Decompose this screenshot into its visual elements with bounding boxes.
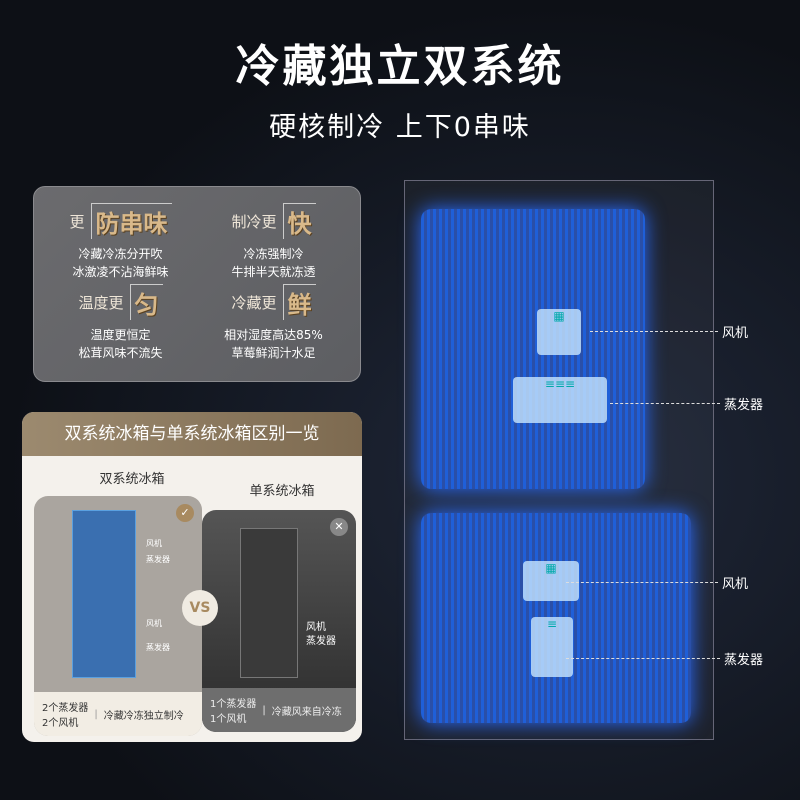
callout-line: [590, 331, 718, 332]
page-subtitle: 硬核制冷 上下0串味: [269, 112, 531, 143]
feature-desc-line: 松茸风味不流失: [78, 346, 163, 360]
feature-desc-line: 冷藏冷冻分开吹: [78, 247, 163, 261]
single-system-label: 单系统冰箱: [249, 484, 315, 499]
feature-highlight: 鲜: [282, 284, 316, 320]
feature-prefix: 冷藏更: [231, 293, 277, 312]
callout-line: [566, 582, 718, 583]
page-title: 冷藏独立双系统: [235, 41, 565, 92]
feature-prefix: 制冷更: [231, 212, 277, 231]
dual-evap-bottom-label: 蒸发器: [146, 643, 170, 652]
single-evap-label: 蒸发器: [306, 636, 336, 647]
feature-desc-line: 温度更恒定: [90, 328, 151, 342]
evap-bottom-callout: 蒸发器: [724, 653, 764, 668]
evaporator-icon: ≡≡≡: [513, 377, 607, 423]
fan-icon: ▦: [537, 309, 581, 355]
feature-item: 温度更匀温度更恒定松茸风味不流失: [44, 284, 197, 365]
vs-badge: VS: [182, 590, 218, 626]
feature-desc: 冷藏冷冻分开吹冰激凌不沾海鲜味: [44, 245, 197, 281]
feature-highlight: 快: [282, 203, 316, 239]
feature-desc: 温度更恒定松茸风味不流失: [44, 326, 197, 362]
feature-desc-line: 相对湿度高达85%: [224, 328, 323, 342]
dual-fridge-diagram: [72, 510, 136, 678]
fan-bottom-callout: 风机: [722, 577, 749, 592]
fan-icon: ▦: [523, 561, 579, 601]
dual-note: 冷藏冷冻独立制冷: [103, 710, 184, 722]
single-fan-label: 风机: [306, 622, 326, 633]
feature-item: 制冷更快冷冻强制冷牛排半天就冻透: [197, 203, 350, 284]
feature-desc: 冷冻强制冷牛排半天就冻透: [197, 245, 350, 281]
feature-desc-line: 冰激凌不沾海鲜味: [72, 265, 169, 279]
feature-desc-line: 牛排半天就冻透: [231, 265, 316, 279]
feature-highlight: 防串味: [90, 203, 172, 239]
feature-item: 更防串味冷藏冷冻分开吹冰激凌不沾海鲜味: [44, 203, 197, 284]
single-fridge-diagram: [240, 528, 298, 678]
dual-fan-top-label: 风机: [146, 539, 162, 548]
dual-evap-count: 2个蒸发器: [42, 703, 89, 714]
comparison-title: 双系统冰箱与单系统冰箱区别一览: [22, 412, 362, 456]
feature-desc: 相对湿度高达85% 草莓鲜润汁水足: [197, 326, 350, 362]
fridge-zone-top: [421, 209, 645, 489]
dual-evap-top-label: 蒸发器: [146, 555, 170, 564]
dual-system-label: 双系统冰箱: [99, 472, 165, 487]
feature-item: 冷藏更鲜相对湿度高达85% 草莓鲜润汁水足: [197, 284, 350, 365]
feature-panel: 更防串味冷藏冷冻分开吹冰激凌不沾海鲜味 制冷更快冷冻强制冷牛排半天就冻透 温度更…: [33, 186, 361, 382]
feature-prefix: 温度更: [78, 293, 124, 312]
fan-top-callout: 风机: [722, 326, 749, 341]
single-fan-count: 1个风机: [210, 714, 247, 725]
single-evap-count: 1个蒸发器: [210, 699, 257, 710]
dual-fan-count: 2个风机: [42, 718, 79, 729]
callout-line: [610, 403, 720, 404]
feature-prefix: 更: [69, 212, 85, 231]
evap-top-callout: 蒸发器: [724, 398, 764, 413]
feature-highlight: 匀: [129, 284, 163, 320]
comparison-panel: 双系统冰箱与单系统冰箱区别一览 双系统冰箱 单系统冰箱 ✓ 风机 蒸发器 风机 …: [22, 412, 362, 742]
single-note: 冷藏风来自冷冻: [271, 706, 342, 718]
evaporator-icon: ≡: [531, 617, 573, 677]
dual-fan-bottom-label: 风机: [146, 619, 162, 628]
cross-icon: ✕: [330, 518, 348, 536]
fridge-illustration: ▦ ≡≡≡ ▦ ≡: [404, 180, 714, 740]
feature-desc-line: 草莓鲜润汁水足: [231, 346, 316, 360]
callout-line: [566, 658, 720, 659]
check-icon: ✓: [176, 504, 194, 522]
feature-desc-line: 冷冻强制冷: [243, 247, 304, 261]
